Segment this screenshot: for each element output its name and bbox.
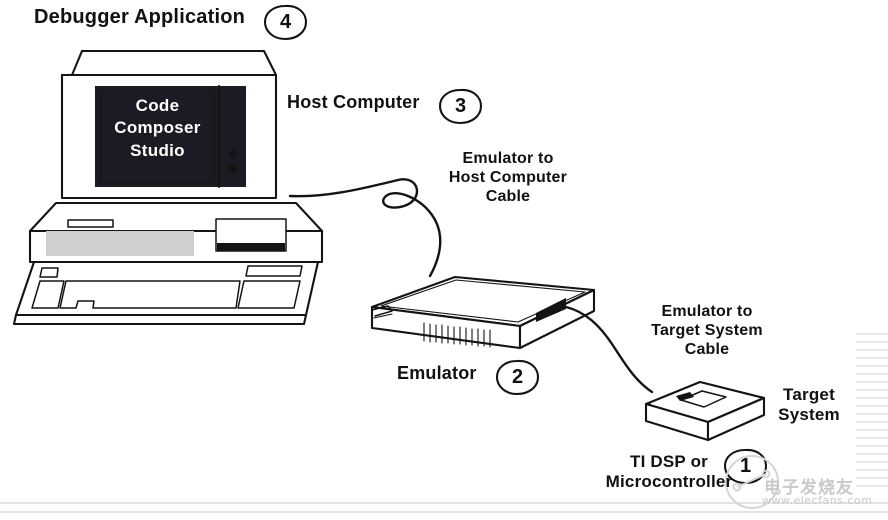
screen-line-3: Studio xyxy=(130,140,185,160)
host-computer-monitor xyxy=(60,49,278,200)
label-host-computer: Host Computer xyxy=(287,92,420,112)
callout-circle-2 xyxy=(495,359,540,396)
watermark-chinese-text: 电子发烧友 xyxy=(764,478,854,498)
screen-line-1: Code xyxy=(135,96,180,115)
screen-line-2: Composer xyxy=(114,118,201,138)
label-ti-dsp-microcontroller: TI DSP or Microcontroller xyxy=(605,452,733,492)
emulator-to-host-cable xyxy=(288,178,442,278)
page-rules xyxy=(0,502,888,513)
host-computer-base xyxy=(28,201,324,264)
callout-circle-3 xyxy=(438,88,483,125)
label-emulator: Emulator xyxy=(397,363,477,383)
emulator-device xyxy=(370,275,596,350)
target-system-board xyxy=(644,380,766,442)
monitor-screen-content: Code Composer Studio xyxy=(101,95,214,162)
emulator-to-target-cable xyxy=(564,305,654,394)
callout-number-3: 3 xyxy=(454,95,467,117)
label-target-system: Target System xyxy=(778,385,840,425)
callout-number-4: 4 xyxy=(279,11,292,33)
host-computer-keyboard xyxy=(12,260,320,326)
watermark-logo xyxy=(725,455,779,509)
watermark-stripes xyxy=(856,333,888,487)
callout-number-2: 2 xyxy=(511,366,524,388)
label-emulator-to-target-cable: Emulator to Target System Cable xyxy=(651,303,763,358)
label-debugger-application: Debugger Application xyxy=(34,6,246,28)
callout-number-1: 1 xyxy=(739,455,752,477)
label-emulator-to-host-cable: Emulator to Host Computer Cable xyxy=(448,150,568,205)
callout-circle-4 xyxy=(263,4,308,41)
watermark-url: www.elecfans.com xyxy=(762,494,873,507)
